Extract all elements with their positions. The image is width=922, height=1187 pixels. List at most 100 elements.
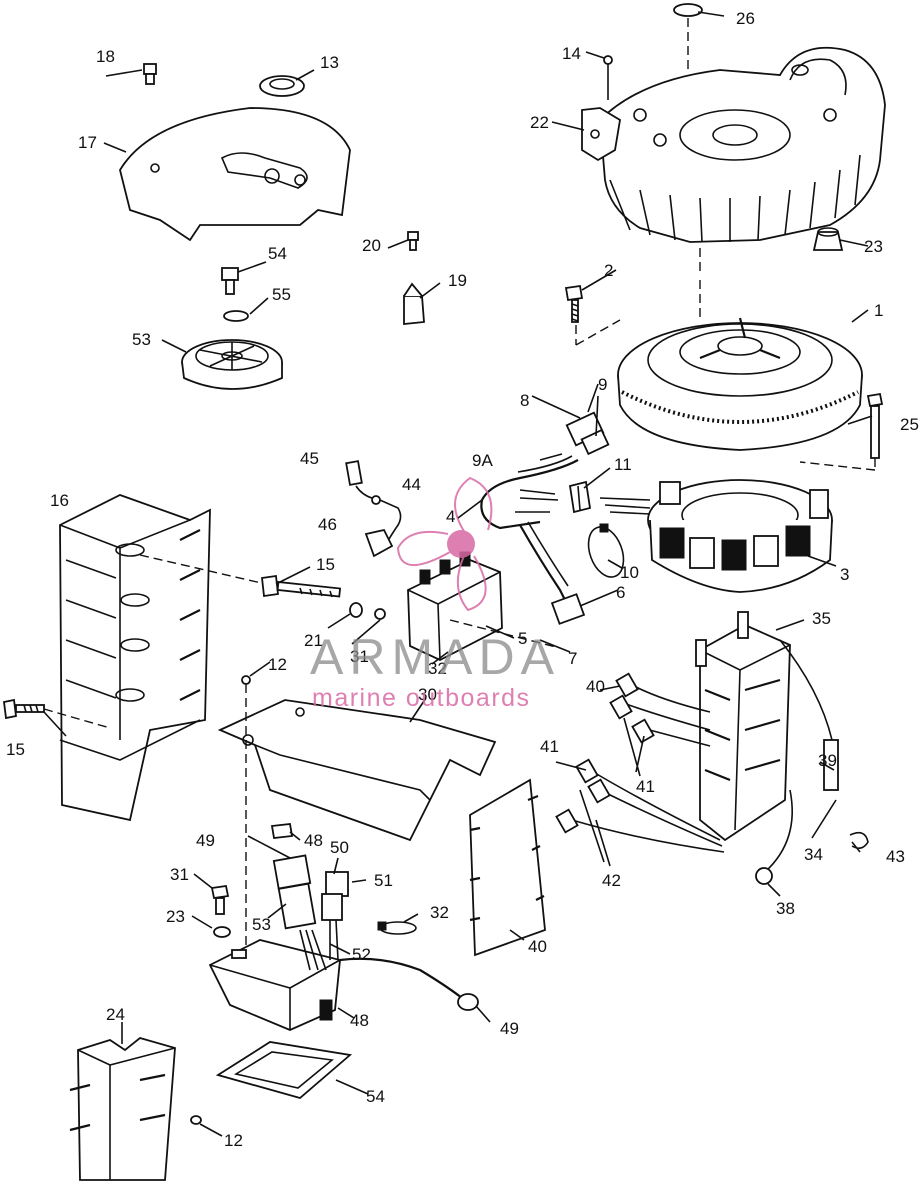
callout: 15 xyxy=(6,740,25,759)
callout: 39 xyxy=(818,751,837,770)
callout: 54 xyxy=(268,244,287,263)
callout: 7 xyxy=(568,649,577,668)
part-screw-30 xyxy=(210,884,231,938)
leader-lines xyxy=(43,11,873,1137)
callout: 26 xyxy=(736,9,755,28)
callout: 14 xyxy=(562,44,581,63)
callout: 49 xyxy=(196,831,215,850)
callout: 16 xyxy=(50,491,69,510)
callout: 8 xyxy=(520,391,529,410)
callout: 40 xyxy=(528,937,547,956)
part-electrical-cover xyxy=(217,699,497,842)
part-gasket xyxy=(215,1041,353,1099)
callout: 9 xyxy=(598,375,607,394)
callout: 44 xyxy=(402,475,421,494)
watermark-logo-mark xyxy=(396,476,493,612)
callout: 30 xyxy=(418,685,437,704)
callout: 11 xyxy=(614,455,632,474)
part-screw-20 xyxy=(143,63,157,85)
part-washer-57 xyxy=(223,310,249,322)
callout: 23 xyxy=(166,907,185,926)
part-strap-31 xyxy=(377,921,417,935)
part-screw-13 xyxy=(190,1115,202,1125)
callout: 4 xyxy=(446,507,455,526)
part-ignition-bracket xyxy=(695,611,791,842)
callout-labels: 26 14 22 23 2 1 9 8 9A 11 25 4 10 3 6 5 … xyxy=(6,9,919,1150)
callout: 12 xyxy=(224,1131,243,1150)
callout: 23 xyxy=(864,237,883,256)
part-ground-wire-47 xyxy=(339,957,479,1011)
part-screw-12 xyxy=(241,675,251,970)
part-top-housing xyxy=(581,46,886,243)
part-spark-plug-wire xyxy=(345,460,402,558)
callout: 35 xyxy=(812,609,831,628)
callout: 1 xyxy=(874,301,883,320)
callout: 20 xyxy=(362,236,381,255)
callout: 13 xyxy=(320,53,339,72)
part-cap-21 xyxy=(403,282,425,325)
part-connector-harness xyxy=(480,411,610,625)
part-lower-cover xyxy=(69,1037,176,1181)
callout: 41 xyxy=(636,777,655,796)
callout: 55 xyxy=(272,285,291,304)
callout: 18 xyxy=(96,47,115,66)
part-bolt-18 xyxy=(261,574,386,620)
callout: 31 xyxy=(170,865,189,884)
callout: 31 xyxy=(350,647,369,666)
callout: 53 xyxy=(252,915,271,934)
watermark-tagline: marine outboards xyxy=(312,684,531,712)
callout: 2 xyxy=(604,261,613,280)
callout: 54 xyxy=(366,1087,385,1106)
callout: 42 xyxy=(602,871,621,890)
callout: 32 xyxy=(428,659,447,678)
part-bolt-2 xyxy=(564,284,621,346)
callout: 25 xyxy=(900,415,919,434)
callout: 52 xyxy=(352,945,371,964)
callout: 9A xyxy=(472,451,493,470)
watermark-name: ARMADA xyxy=(310,629,560,685)
part-bolt-16 xyxy=(3,698,111,729)
callout: 21 xyxy=(304,631,323,650)
part-screw-15 xyxy=(603,55,613,100)
part-clip-11 xyxy=(568,480,592,514)
callout: 48 xyxy=(350,1011,369,1030)
callout: 38 xyxy=(776,899,795,918)
callout: 3 xyxy=(840,565,849,584)
callout: 46 xyxy=(318,515,337,534)
part-grommet-14 xyxy=(259,75,305,97)
part-top-plate xyxy=(119,107,351,242)
callout: 22 xyxy=(530,113,549,132)
callout: 41 xyxy=(540,737,559,756)
callout: 49 xyxy=(500,1019,519,1038)
callout: 5 xyxy=(518,629,527,648)
callout: 10 xyxy=(620,563,639,582)
part-screw-56 xyxy=(221,267,239,295)
callout: 51 xyxy=(374,871,393,890)
part-bolt-27 xyxy=(799,392,884,471)
part-pack-connectors xyxy=(270,823,349,971)
part-nut-26 xyxy=(812,227,844,251)
part-pulley-55 xyxy=(181,339,283,390)
callout: 34 xyxy=(804,845,823,864)
callout: 50 xyxy=(330,838,349,857)
callout: 32 xyxy=(430,903,449,922)
callout: 19 xyxy=(448,271,467,290)
callout: 45 xyxy=(300,449,319,468)
part-screw-22 xyxy=(407,231,419,251)
part-shield-plate xyxy=(469,778,546,957)
callout: 53 xyxy=(132,330,151,349)
callout: 17 xyxy=(78,133,97,152)
part-engine-cover xyxy=(59,494,271,822)
callout: 40 xyxy=(586,677,605,696)
callout: 6 xyxy=(616,583,625,602)
callout: 43 xyxy=(886,847,905,866)
part-flywheel xyxy=(617,248,863,451)
part-tie-strap xyxy=(587,523,625,578)
callout: 15 xyxy=(316,555,335,574)
part-cap-plug xyxy=(673,3,703,70)
part-spark-leads xyxy=(555,672,725,853)
callout: 24 xyxy=(106,1005,125,1024)
callout: 48 xyxy=(304,831,323,850)
